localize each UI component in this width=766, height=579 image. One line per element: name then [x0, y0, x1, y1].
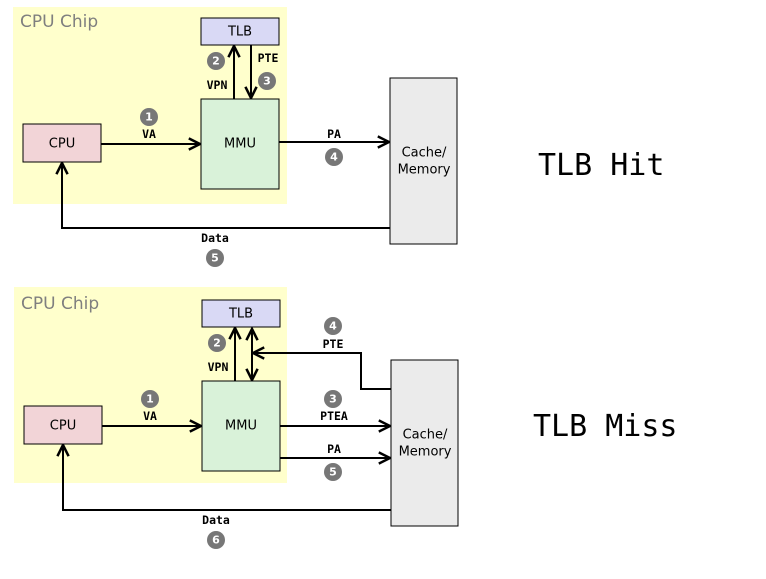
step-number: 4	[329, 320, 337, 333]
step-number: 1	[145, 111, 153, 124]
mmu-box	[200, 98, 280, 190]
step-number: 5	[329, 466, 337, 479]
data-label: Data	[202, 513, 230, 527]
mmu-box	[201, 380, 281, 472]
step-badge	[140, 108, 158, 126]
pa-label: PA	[327, 127, 341, 141]
pte-label: PTE	[323, 337, 344, 351]
ptea-label: PTEA	[320, 409, 348, 423]
pte-label: PTE	[258, 51, 279, 65]
step-number: 4	[330, 151, 338, 164]
step-number: 5	[211, 252, 219, 265]
memory-label-line2: Memory	[399, 445, 452, 460]
tlb-miss-diagram: CPU Chip CPU TLB MMU Cache/ Memory 1 VA …	[14, 287, 678, 549]
tlb-label: TLB	[228, 307, 253, 322]
vpn-label: VPN	[207, 78, 228, 92]
pa-label: PA	[327, 442, 341, 456]
step-badge	[207, 52, 225, 70]
mmu-label: MMU	[224, 137, 256, 152]
step-badge	[258, 72, 276, 90]
step-badge	[141, 390, 159, 408]
cpu-box	[22, 123, 102, 163]
va-label: VA	[142, 127, 156, 141]
cpu-chip-label: CPU Chip	[20, 12, 98, 32]
cpu-label: CPU	[49, 137, 75, 152]
tlb-hit-title: TLB Hit	[538, 148, 664, 183]
step-number: 3	[329, 393, 337, 406]
cpu-chip-label: CPU Chip	[21, 294, 99, 314]
cpu-label: CPU	[50, 419, 76, 434]
data-arrow	[63, 445, 391, 511]
step-badge	[324, 317, 342, 335]
memory-label-line2: Memory	[398, 163, 451, 178]
step-badge	[207, 531, 225, 549]
vpn-label: VPN	[208, 360, 229, 374]
memory-label-line1: Cache/	[402, 146, 447, 161]
step-number: 3	[263, 75, 271, 88]
step-badge	[324, 390, 342, 408]
memory-box	[389, 77, 458, 245]
tlb-miss-title: TLB Miss	[533, 409, 678, 444]
data-arrow	[62, 163, 390, 229]
step-number: 1	[146, 393, 154, 406]
tlb-label: TLB	[227, 25, 252, 40]
step-number: 2	[213, 337, 221, 350]
memory-box	[390, 359, 459, 527]
memory-label-line1: Cache/	[403, 428, 448, 443]
va-label: VA	[143, 409, 157, 423]
step-badge	[325, 148, 343, 166]
step-number: 6	[212, 534, 220, 547]
step-badge	[206, 249, 224, 267]
step-number: 2	[212, 55, 220, 68]
step-badge	[208, 334, 226, 352]
pte-arrow	[253, 353, 391, 390]
data-label: Data	[201, 231, 229, 245]
step-badge	[324, 463, 342, 481]
tlb-box	[200, 17, 280, 46]
tlb-hit-diagram: CPU Chip CPU TLB MMU Cache/ Memory 1 VA …	[13, 7, 664, 267]
mmu-label: MMU	[225, 419, 257, 434]
